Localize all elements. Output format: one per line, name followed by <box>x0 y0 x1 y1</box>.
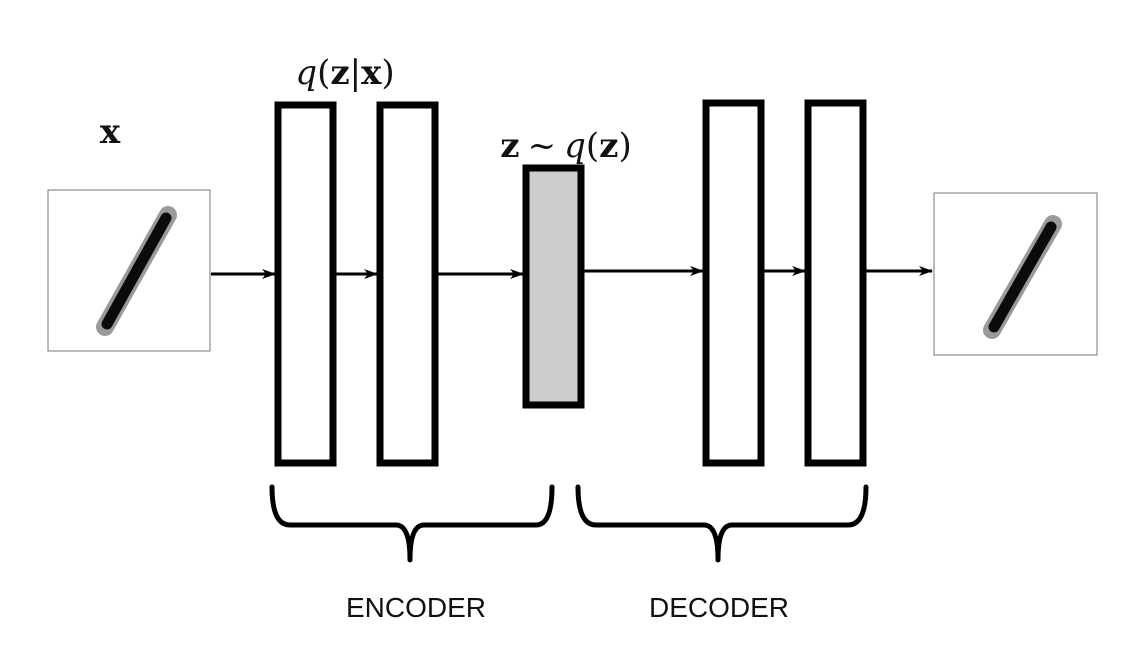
latent-label: z~q(z) <box>500 126 631 166</box>
encoder-brace <box>269 484 555 563</box>
encoder-group-label: ENCODER <box>346 592 486 623</box>
encoder-layer-2 <box>376 101 439 467</box>
decoder-layer-1 <box>702 99 765 467</box>
encoder-layer-1 <box>274 101 337 467</box>
output-image <box>933 192 1098 356</box>
input-image <box>47 189 211 352</box>
decoder-brace <box>575 484 869 563</box>
input-digit-stroke <box>101 212 172 330</box>
encoder-dist-label: q(z|x) <box>295 53 394 93</box>
decoder-layer-2 <box>804 99 867 467</box>
latent-layer <box>522 164 585 409</box>
decoder-group-label: DECODER <box>649 592 789 623</box>
output-digit-stroke <box>988 221 1057 333</box>
input-label: x <box>100 112 121 152</box>
